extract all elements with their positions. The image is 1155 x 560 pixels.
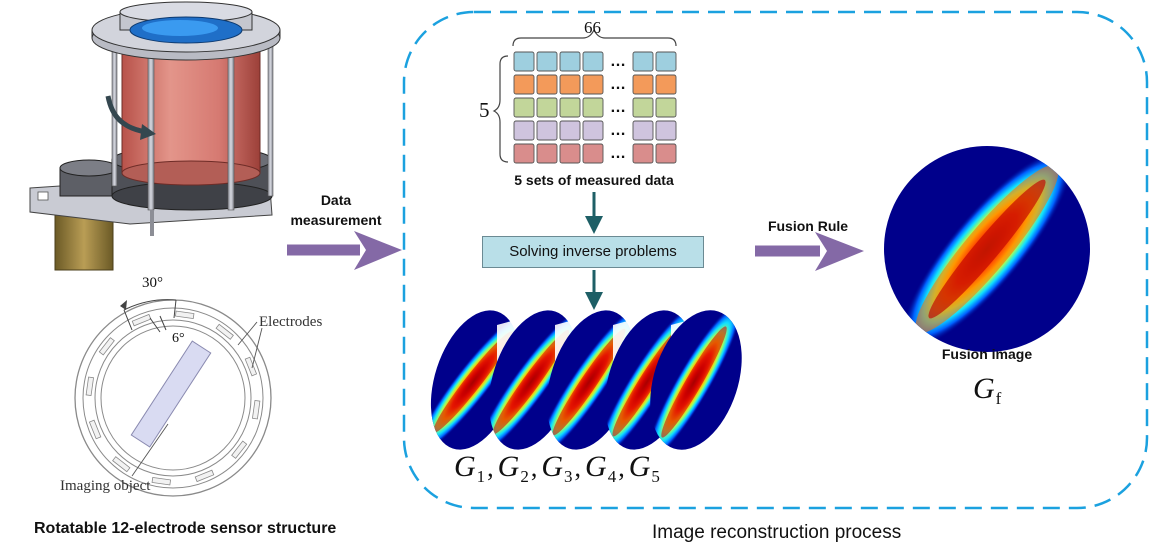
- matrix-cell: [513, 97, 535, 118]
- electrode: [98, 337, 115, 356]
- matrix-cell: [655, 120, 677, 141]
- matrix-cell: [632, 97, 654, 118]
- electrode-marks: [85, 310, 261, 486]
- matrix-cell: [632, 143, 654, 164]
- data-measurement-line-1: Data: [320, 192, 352, 208]
- gf-label: Gf: [973, 372, 1002, 408]
- reconstructed-slices: [414, 301, 743, 462]
- matrix-cell: [513, 51, 535, 72]
- fusion-image: [884, 146, 1090, 352]
- matrix-ellipsis: …: [610, 122, 626, 139]
- electrode: [85, 376, 94, 397]
- imaging-object-label: Imaging object: [60, 478, 151, 494]
- electrode: [252, 399, 261, 420]
- reconstruction-slice-5: [645, 301, 743, 462]
- matrix-caption: 5 sets of measured data: [514, 172, 674, 188]
- electrode: [151, 477, 172, 486]
- inverse-problem-box: Solving inverse problems: [482, 236, 704, 268]
- matrix-ellipsis: …: [610, 99, 626, 116]
- arrow-data-measurement: [287, 231, 402, 270]
- matrix-cell: [536, 74, 558, 95]
- matrix-cell: [513, 143, 535, 164]
- matrix-cell: [559, 74, 581, 95]
- matrix-cell: [559, 143, 581, 164]
- matrix-cell: [536, 120, 558, 141]
- leader-lines: [131, 321, 263, 477]
- matrix-ellipsis: …: [610, 76, 626, 93]
- matrix-cell: [513, 74, 535, 95]
- g3-label: G3: [541, 450, 573, 486]
- g2-label: G2: [497, 450, 529, 486]
- matrix-cell: [655, 51, 677, 72]
- matrix-cols-label: 66: [584, 18, 601, 37]
- electrode: [194, 469, 215, 483]
- matrix-cell: [582, 97, 604, 118]
- measurement-matrix: … … … … …: [513, 51, 677, 164]
- matrix-left-brace: [492, 55, 509, 163]
- sensor-structure-title: Rotatable 12-electrode sensor structure: [34, 520, 337, 537]
- sensor-3d-model: [29, 1, 281, 271]
- matrix-top-brace: [512, 28, 677, 47]
- data-measurement-line-2: measurement: [290, 212, 382, 228]
- angle-6-label: 6°: [172, 331, 185, 346]
- matrix-cell: [632, 51, 654, 72]
- fusion-rule-label: Fusion Rule: [767, 218, 849, 234]
- fusion-image-caption: Fusion image: [941, 346, 1033, 362]
- matrix-cell: [582, 74, 604, 95]
- angle-30-label: 30°: [142, 275, 163, 291]
- g1-label: G1: [454, 450, 486, 486]
- electrode: [215, 323, 234, 340]
- g4-label: G4: [585, 450, 617, 486]
- matrix-cell: [655, 97, 677, 118]
- matrix-ellipsis: …: [610, 53, 626, 70]
- matrix-cell: [536, 143, 558, 164]
- imaging-object-strip: [130, 340, 212, 448]
- matrix-cell: [559, 97, 581, 118]
- matrix-rows-label: 5: [479, 98, 490, 122]
- electrode: [231, 440, 248, 459]
- arrow-down-to-inverse: [585, 192, 603, 234]
- arrow-down-to-images: [585, 270, 603, 310]
- electrode: [112, 456, 131, 473]
- g5-label: G5: [628, 450, 660, 486]
- matrix-cell: [655, 143, 677, 164]
- matrix-cell: [536, 51, 558, 72]
- process-title: Image reconstruction process: [652, 522, 902, 543]
- electrode: [244, 356, 258, 377]
- matrix-cell: [655, 74, 677, 95]
- process-dashed-border: [402, 10, 1149, 510]
- electrode: [131, 313, 152, 327]
- matrix-cell: [582, 143, 604, 164]
- g-labels-row: G1,G2,G3,G4,G5: [454, 450, 660, 486]
- arrow-fusion-rule: [755, 232, 864, 271]
- matrix-cell: [582, 120, 604, 141]
- matrix-cell: [582, 51, 604, 72]
- data-measurement-label: Data measurement: [276, 190, 396, 230]
- matrix-cell: [559, 120, 581, 141]
- matrix-ellipsis: …: [610, 145, 626, 162]
- matrix-cell: [632, 120, 654, 141]
- matrix-cell: [632, 74, 654, 95]
- matrix-cell: [513, 120, 535, 141]
- electrodes-label: Electrodes: [259, 314, 323, 330]
- matrix-cell: [559, 51, 581, 72]
- angle-markers: [120, 299, 177, 333]
- electrode: [88, 419, 102, 440]
- electrode: [174, 310, 195, 319]
- matrix-cell: [536, 97, 558, 118]
